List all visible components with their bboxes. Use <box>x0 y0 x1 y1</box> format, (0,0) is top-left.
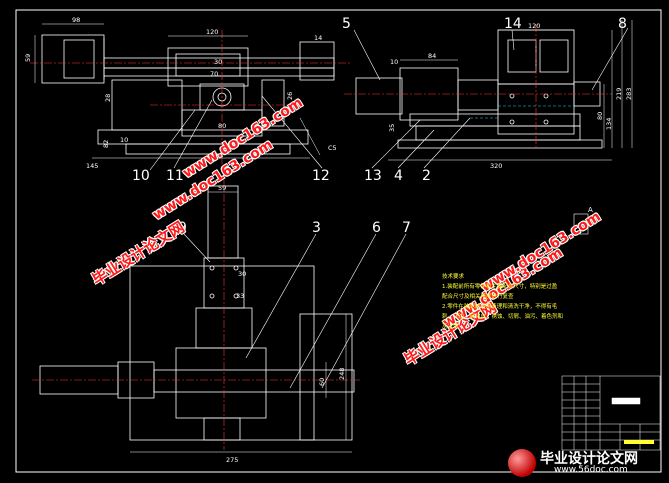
top-centerlines <box>32 180 360 450</box>
callout-10: 10 <box>132 168 150 184</box>
callout-2: 2 <box>422 168 431 184</box>
site-logo: 毕业设计论文网 www.56doc.com <box>508 446 668 479</box>
top-callout-labels: 9 3 6 7 <box>178 220 411 236</box>
dim-front-30: 30 <box>214 58 222 66</box>
top-dimensions: 59 30 33 275 60 248 <box>218 184 346 464</box>
callout-4: 4 <box>394 168 403 184</box>
dim-side-120: 120 <box>528 22 540 30</box>
notes-line-5: 灰尘等 <box>442 324 459 330</box>
dim-front-145: 145 <box>86 162 98 170</box>
front-callouts <box>149 95 323 171</box>
dim-front-82: 82 <box>102 140 110 148</box>
notes-title: 技术要求 <box>442 274 465 280</box>
notes-line-3: 2.零件在装配前必须清理和清洗干净，不得有毛 <box>442 304 558 310</box>
callout-5: 5 <box>342 16 351 32</box>
front-foot <box>125 143 291 155</box>
dim-top-33: 33 <box>236 292 244 300</box>
callout-7: 7 <box>402 220 411 236</box>
dim-side-84: 84 <box>428 52 436 60</box>
dim-side-320: 320 <box>490 162 502 170</box>
callout-6: 6 <box>372 220 381 236</box>
callout-11: 11 <box>166 168 184 184</box>
notes-line-4: 刺、飞边、氧化皮、锈蚀、切屑、油污、着色剂和 <box>442 314 564 320</box>
dim-front-98: 98 <box>72 16 80 24</box>
top-lower-block <box>203 417 241 441</box>
callout-9: 9 <box>178 220 187 236</box>
front-centerlines <box>30 30 350 165</box>
technical-notes: 技术要求 1.装配前所有零件和主要配合尺寸，特别是过盈 配合尺寸及相关精度进行复… <box>442 272 607 332</box>
side-base-plate <box>397 139 603 149</box>
dim-front-70: 70 <box>210 70 218 78</box>
callout-8: 8 <box>618 16 627 32</box>
front-view <box>41 34 335 155</box>
dim-front-14: 14 <box>314 34 322 42</box>
side-callouts <box>353 27 629 169</box>
dim-front-80: 80 <box>218 122 226 130</box>
top-callouts <box>183 233 407 389</box>
callout-13: 13 <box>364 168 382 184</box>
detail-a <box>573 213 596 235</box>
logo-title: 毕业设计论文网 <box>540 451 638 467</box>
dim-side-80: 80 <box>596 112 604 120</box>
dim-top-275: 275 <box>226 456 238 464</box>
front-dimensions: 98 120 59 14 30 70 26 80 28 145 10 82 C5 <box>24 16 337 170</box>
drawing-frame <box>15 9 662 473</box>
side-dimensions: 120 10 84 35 80 134 219 283 320 <box>388 22 633 170</box>
detail-a-label: A <box>588 206 593 214</box>
side-hidden-lines <box>470 105 574 119</box>
front-carriage <box>167 47 249 87</box>
dim-front-28: 28 <box>104 94 112 102</box>
callout-14: 14 <box>504 16 522 32</box>
notes-line-2: 配合尺寸及相关精度进行复查 <box>442 294 514 300</box>
title-block <box>561 375 661 451</box>
callout-12: 12 <box>312 168 330 184</box>
logo-emblem-icon <box>508 449 536 477</box>
dim-side-134: 134 <box>605 118 613 130</box>
dim-front-59: 59 <box>24 54 32 62</box>
top-dimension-lines <box>130 191 352 453</box>
dim-top-60: 60 <box>318 378 326 386</box>
side-callout-labels: 5 14 8 13 4 2 <box>342 16 627 184</box>
front-motor-flange <box>63 39 95 79</box>
dim-side-219: 219 <box>615 88 623 100</box>
logo-url: www.56doc.com <box>554 465 628 475</box>
dim-side-35: 35 <box>388 124 396 132</box>
front-dimension-lines <box>34 23 321 159</box>
side-dimension-lines <box>388 20 633 161</box>
dim-top-248: 248 <box>338 368 346 380</box>
dim-top-59: 59 <box>218 184 226 192</box>
top-horizontal-rail <box>153 369 355 393</box>
notes-line-1: 1.装配前所有零件和主要配合尺寸，特别是过盈 <box>442 284 558 290</box>
dim-front-120: 120 <box>206 28 218 36</box>
dim-side-283: 283 <box>625 88 633 100</box>
dim-front-26: 26 <box>286 92 294 100</box>
top-right-support <box>299 313 353 441</box>
dim-side-10: 10 <box>390 58 398 66</box>
dim-front-c5: C5 <box>328 144 337 152</box>
side-centerlines <box>344 24 612 150</box>
front-end-bracket <box>299 41 335 81</box>
dim-front-10: 10 <box>120 136 128 144</box>
callout-3: 3 <box>312 220 321 236</box>
front-callout-labels: 10 11 12 <box>132 168 330 184</box>
dim-top-30: 30 <box>238 270 246 278</box>
